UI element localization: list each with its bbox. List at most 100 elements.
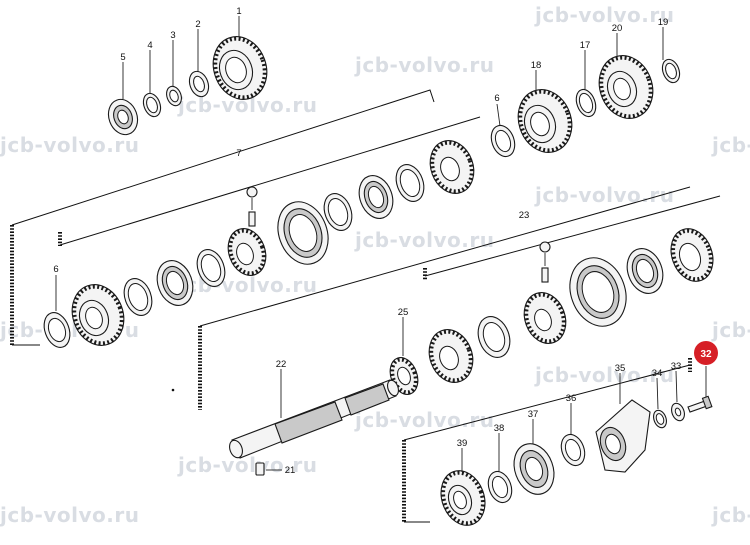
ring-lower-3 xyxy=(626,248,664,294)
callout-number: 21 xyxy=(285,465,296,476)
part-39-gear xyxy=(440,470,486,526)
part-6-ring-left xyxy=(43,312,71,348)
watermark: jcb-volvo.ru xyxy=(354,408,494,432)
callout-37: 37 xyxy=(528,409,539,444)
part-36-ring xyxy=(560,433,586,467)
bracket-bottom xyxy=(402,358,692,523)
ring-middle-6 xyxy=(358,175,394,219)
watermark: jcb-volvo.ru xyxy=(0,133,139,157)
callout-number: 36 xyxy=(566,393,577,404)
callout-6-left: 6 xyxy=(53,264,59,311)
bracket-7: 7 xyxy=(10,89,481,346)
callout-number: 6 xyxy=(494,93,499,104)
part-21-pin xyxy=(255,462,265,476)
part-5-bearing xyxy=(107,98,139,136)
callout-number: 20 xyxy=(612,23,623,34)
callout-22: 22 xyxy=(276,359,287,418)
part-19-ring xyxy=(661,58,681,84)
callout-25: 25 xyxy=(398,307,409,356)
watermark: jcb-volvo.ru xyxy=(711,503,750,527)
callout-36: 36 xyxy=(566,393,577,434)
callout-number: 6 xyxy=(53,264,58,275)
callout-33: 33 xyxy=(671,361,682,403)
gear-middle-1 xyxy=(71,284,125,346)
callout-18: 18 xyxy=(531,60,542,92)
callout-38: 38 xyxy=(494,423,505,471)
watermark: jcb-volvo.ru xyxy=(534,183,674,207)
part-35-flange xyxy=(595,399,651,473)
watermark: jcb-volvo.ru xyxy=(534,3,674,27)
callout-19: 19 xyxy=(658,17,669,60)
gear-middle-8 xyxy=(429,140,475,194)
callout-6-top: 6 xyxy=(494,93,501,127)
callout-number: 3 xyxy=(170,30,175,41)
callout-number: 37 xyxy=(528,409,539,420)
callout-1: 1 xyxy=(236,6,242,37)
callout-2: 2 xyxy=(195,19,201,71)
part-22-mainshaft xyxy=(229,379,399,459)
watermark: jcb-volvo.ru xyxy=(354,53,494,77)
part-34-ring xyxy=(653,409,667,429)
part-32-bolt xyxy=(687,395,713,413)
gear-lower-4 xyxy=(670,228,714,282)
ring-middle-3 xyxy=(156,260,194,306)
part-33-washer xyxy=(671,402,685,422)
bracket-23: 23 xyxy=(198,186,721,410)
callout-number: 39 xyxy=(457,438,468,449)
callout-34: 34 xyxy=(652,368,663,410)
ring-middle-5 xyxy=(323,193,353,231)
callout-21: 21 xyxy=(266,465,295,476)
watermark-layer: jcb-volvo.ru jcb-volvo.ru jcb-volvo.ru j… xyxy=(0,3,750,527)
ring-lower-2 xyxy=(477,316,511,358)
callout-5: 5 xyxy=(120,52,126,99)
callout-number: 22 xyxy=(276,359,287,370)
callout-39: 39 xyxy=(457,438,468,472)
callout-17: 17 xyxy=(580,40,591,89)
callout-32-highlight[interactable]: 32 xyxy=(694,341,718,397)
callout-35: 35 xyxy=(615,363,626,404)
part-2-washer xyxy=(188,70,210,98)
synchro-hub-middle xyxy=(227,186,267,276)
watermark: jcb-volvo.ru xyxy=(354,228,494,252)
part-20-gear xyxy=(598,55,654,119)
callout-number: 33 xyxy=(671,361,682,372)
callout-number: 25 xyxy=(398,307,409,318)
callout-number: 35 xyxy=(615,363,626,374)
part-6-ring-top xyxy=(490,124,516,158)
callout-20: 20 xyxy=(612,23,623,56)
ring-middle-4 xyxy=(196,249,226,287)
callout-number: 1 xyxy=(236,6,241,17)
part-1-gear xyxy=(212,36,268,100)
watermark: jcb-volvo.ru xyxy=(177,453,317,477)
callout-23: 23 xyxy=(519,210,530,221)
callout-number: 19 xyxy=(658,17,669,28)
callout-number: 2 xyxy=(195,19,200,30)
part-17-ring xyxy=(575,88,597,118)
sleeve-middle xyxy=(277,201,329,265)
sleeve-lower xyxy=(569,257,627,327)
gear-lower-1 xyxy=(428,329,474,383)
callout-number: 4 xyxy=(147,40,152,51)
callout-7: 7 xyxy=(236,148,241,159)
callout-32-label: 32 xyxy=(700,349,712,360)
watermark: jcb-volvo.ru xyxy=(711,318,750,342)
callout-number: 38 xyxy=(494,423,505,434)
watermark: jcb-volvo.ru xyxy=(0,503,139,527)
highlight-marker xyxy=(694,341,718,365)
part-4-ring xyxy=(142,92,162,118)
callout-3: 3 xyxy=(170,30,176,86)
part-38-ring xyxy=(487,470,513,504)
part-18-gear xyxy=(517,89,573,153)
callout-number: 5 xyxy=(120,52,125,63)
reference-dot xyxy=(171,388,175,392)
callout-number: 34 xyxy=(652,368,663,379)
synchro-hub-lower xyxy=(523,241,567,344)
callout-4: 4 xyxy=(147,40,153,93)
ring-middle-7 xyxy=(395,164,425,202)
callout-number: 17 xyxy=(580,40,591,51)
watermark: jcb-volvo.ru xyxy=(177,273,317,297)
ring-middle-2 xyxy=(123,278,153,316)
part-37-bearing xyxy=(513,443,555,495)
callout-number: 18 xyxy=(531,60,542,71)
